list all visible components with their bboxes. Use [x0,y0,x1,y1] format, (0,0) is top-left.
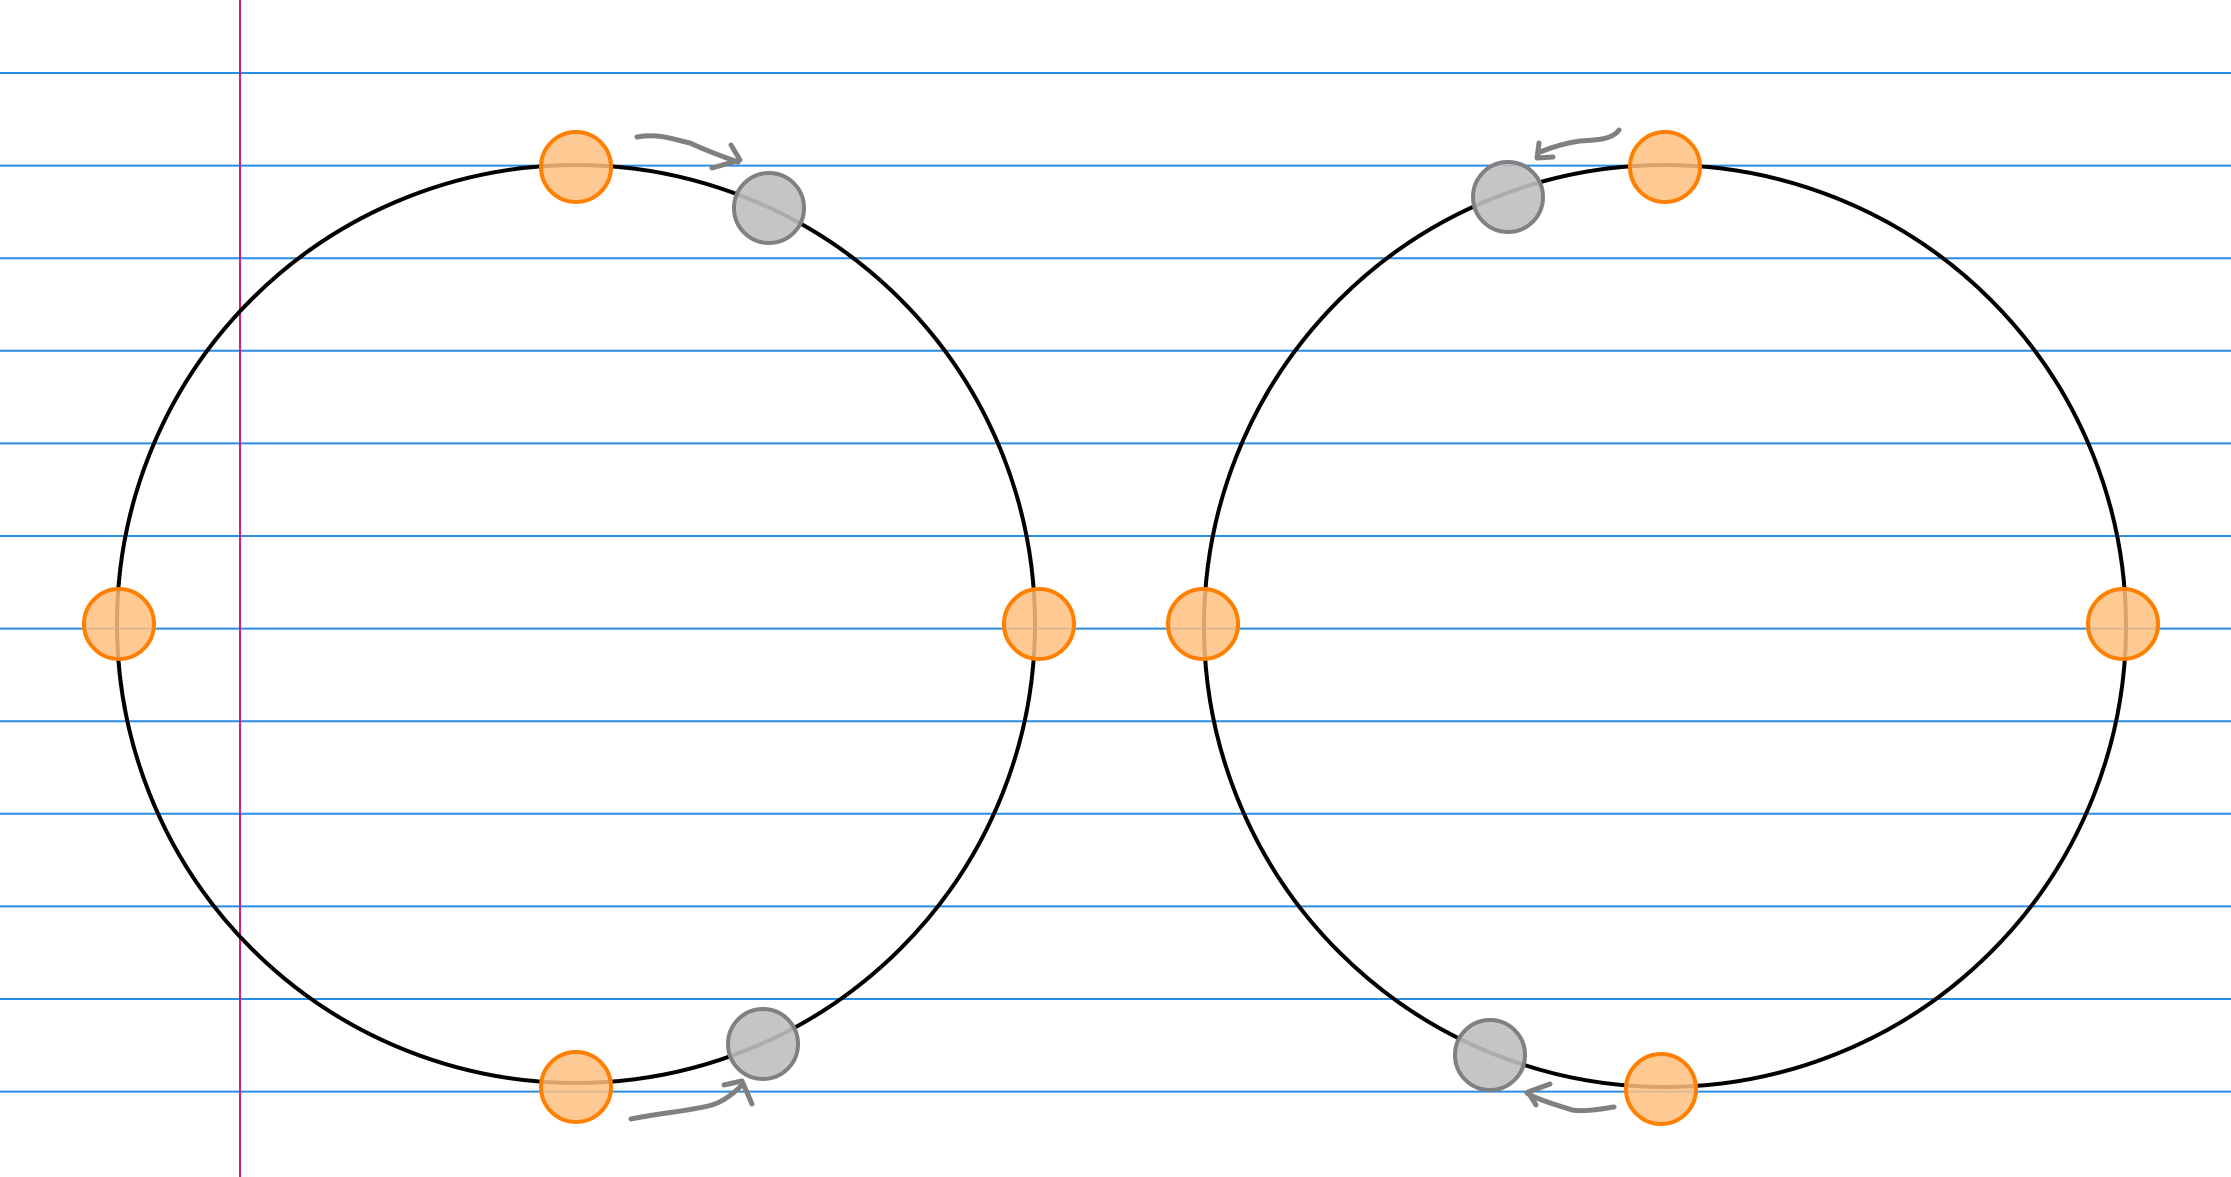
left-fixed-point-bottom [539,1050,613,1124]
left-fixed-point-left [82,587,156,661]
left-moved-point-top [732,171,806,245]
curved-arrow-icon [628,1078,755,1122]
right-moved-point-bottom [1453,1018,1527,1092]
right-fixed-point-bottom [1624,1052,1698,1126]
right-big-circle [1202,163,2128,1089]
right-fixed-point-left [1166,587,1240,661]
right-moved-point-top [1471,160,1545,234]
right-fixed-point-top [1628,130,1702,204]
left-moved-point-bottom [726,1007,800,1081]
curved-arrow-icon [634,133,743,171]
left-big-circle [115,163,1037,1085]
ruled-lines [0,72,2231,1093]
curved-arrow-icon [1534,127,1622,161]
curved-arrow-icon [1524,1081,1617,1114]
left-fixed-point-top [539,130,613,204]
left-fixed-point-right [1002,587,1076,661]
right-diagram [1166,127,2160,1126]
right-fixed-point-right [2086,587,2160,661]
left-diagram [82,130,1076,1124]
